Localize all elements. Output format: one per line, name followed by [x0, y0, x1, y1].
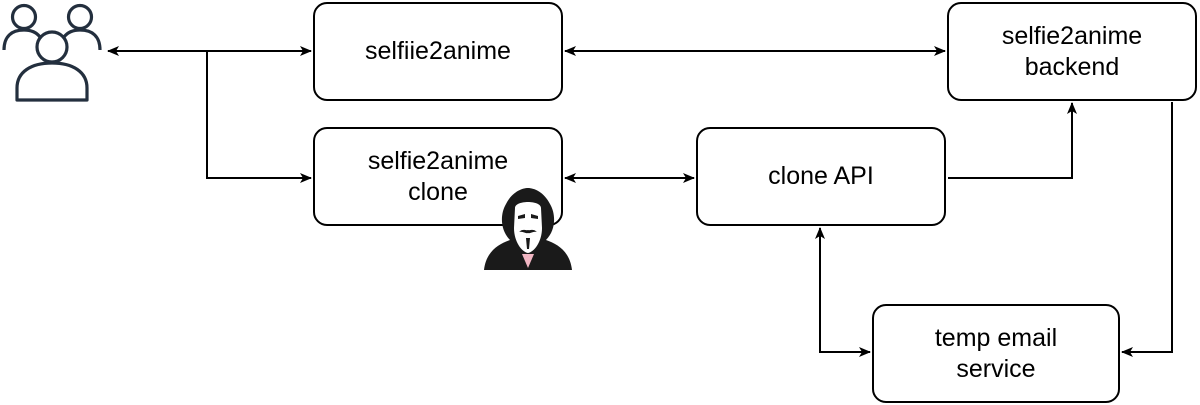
backend-label: selfie2anime backend: [1002, 21, 1142, 83]
frontend-label: selfiie2anime: [365, 36, 511, 67]
clone-label: selfie2anime clone: [368, 146, 508, 208]
users-group-icon: [0, 0, 104, 104]
frontend-label-line: selfiie2anime: [365, 37, 511, 65]
temp-email-label-line-1: temp email: [934, 323, 1058, 352]
backend-label-line-1: selfie2anime: [1001, 21, 1143, 50]
anonymous-hacker-icon: [482, 186, 574, 272]
backend-label-line-2: backend: [1024, 52, 1120, 81]
clone-label-line-2: clone: [408, 177, 468, 206]
edge-cloneapi-backend: [948, 102, 1077, 179]
edge-backend-tempemail: [1121, 102, 1173, 357]
temp-email-label-line-2: service: [956, 354, 1036, 383]
clone-api-label: clone API: [768, 161, 874, 192]
temp-email-label: temp email service: [935, 323, 1057, 385]
clone-api-node[interactable]: clone API: [696, 127, 946, 226]
frontend-node[interactable]: selfiie2anime: [313, 2, 563, 101]
edge-users-clone: [206, 51, 312, 183]
temp-email-node[interactable]: temp email service: [872, 304, 1120, 403]
edge-tempemail-cloneapi: [815, 227, 871, 357]
backend-node[interactable]: selfie2anime backend: [947, 2, 1197, 101]
clone-label-line-1: selfie2anime: [367, 146, 509, 175]
clone-api-label-line: clone API: [768, 162, 874, 190]
